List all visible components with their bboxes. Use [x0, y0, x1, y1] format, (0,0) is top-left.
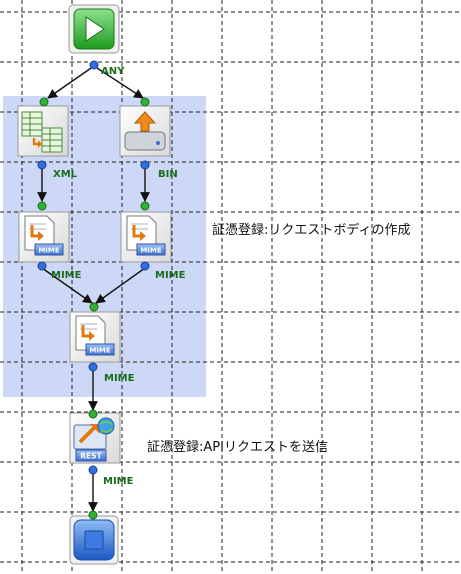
xml-map-node[interactable]	[17, 105, 69, 157]
port-label-mime-right: MIME	[155, 270, 186, 281]
connectors	[37, 65, 150, 512]
port-out-start[interactable]	[89, 60, 99, 70]
port-in-stop[interactable]	[88, 510, 98, 520]
mime-badge: MIME	[38, 247, 60, 255]
annotation-build-body: 証憑登録:リクエストボディの作成	[212, 223, 411, 238]
port-label-any: ANY	[101, 66, 125, 77]
edge-start-to-xml	[47, 65, 95, 99]
port-in-xml[interactable]	[39, 97, 49, 107]
mime-document-icon	[126, 215, 166, 256]
mime-document-icon	[24, 215, 64, 256]
stop-icon	[84, 530, 104, 550]
upload-icon	[124, 111, 166, 151]
port-in-rest[interactable]	[88, 409, 98, 419]
port-out-xml[interactable]	[37, 160, 47, 170]
port-out-rest[interactable]	[88, 465, 98, 475]
port-in-mime-right[interactable]	[140, 201, 150, 211]
port-in-mime-left[interactable]	[37, 201, 47, 211]
port-label-bin: BIN	[158, 169, 178, 180]
xml-map-icon	[21, 111, 63, 153]
mime-node-right[interactable]: MIME	[120, 211, 172, 263]
play-icon	[85, 16, 105, 42]
port-in-merge[interactable]	[89, 302, 99, 312]
mime-badge: MIME	[140, 247, 162, 255]
port-label-mime-merge: MIME	[104, 373, 135, 384]
mime-badge: MIME	[89, 347, 111, 355]
edge-mime2-to-merge	[95, 267, 146, 304]
ports	[37, 60, 150, 520]
port-label-mime-left: MIME	[51, 270, 82, 281]
mime-merge-node[interactable]: MIME	[69, 311, 121, 363]
rest-node[interactable]: REST	[69, 412, 121, 464]
rest-badge: REST	[80, 452, 102, 461]
start-node[interactable]	[68, 4, 120, 54]
port-out-mime-left[interactable]	[37, 261, 47, 271]
edge-mime1-to-merge	[41, 267, 93, 304]
port-out-mime-right[interactable]	[140, 261, 150, 271]
mime-document-icon	[75, 315, 115, 356]
port-out-bin[interactable]	[140, 160, 150, 170]
upload-node[interactable]	[119, 105, 171, 157]
stop-node[interactable]	[69, 515, 119, 565]
port-out-merge[interactable]	[88, 362, 98, 372]
edge-start-to-bin	[93, 65, 144, 99]
port-label-mime-rest: MIME	[103, 476, 134, 487]
rest-api-icon	[73, 417, 115, 462]
annotation-send-request: 証憑登録:APIリクエストを送信	[147, 440, 328, 455]
mime-node-left[interactable]: MIME	[18, 211, 70, 263]
port-label-xml: XML	[53, 169, 78, 180]
port-in-bin[interactable]	[140, 97, 150, 107]
